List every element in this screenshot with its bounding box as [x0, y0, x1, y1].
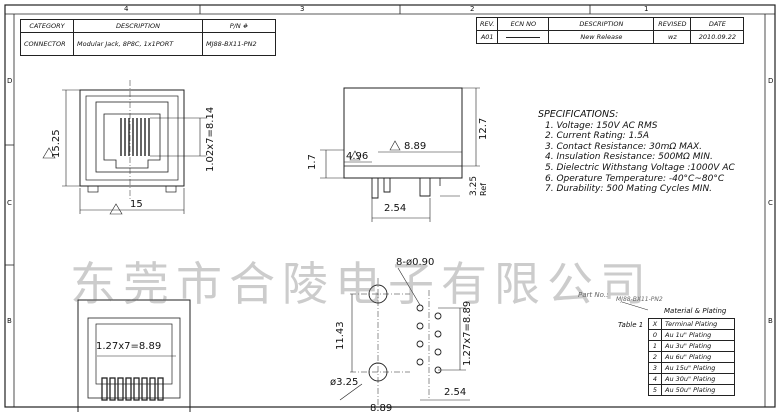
title-block-header-category: CATEGORY	[20, 19, 74, 33]
revision-block: REV. ECN NO DESCRIPTION REVISED DATE A01…	[475, 17, 745, 44]
specifications-heading: SPECIFICATIONS:	[538, 109, 619, 120]
plating-code: 4	[648, 373, 662, 385]
bottom-front-view	[77, 299, 191, 412]
zone-label-right: C	[768, 199, 773, 207]
rev-header-date: DATE	[690, 17, 745, 31]
dim-side-ref: 3.25	[469, 175, 479, 196]
side-view	[343, 87, 463, 199]
table-label: Table 1	[618, 321, 644, 329]
dim-bottom-pitch: 1.27x7=8.89	[96, 341, 162, 352]
dim-holes: 8-ø0.90	[396, 257, 435, 268]
spec-item: 7. Durability: 500 Mating Cycles MIN.	[545, 184, 713, 195]
zone-label-top: 1	[644, 5, 649, 13]
zone-label-top: 2	[470, 5, 475, 13]
title-block-header-pn: P/N #	[202, 19, 276, 33]
rev-row-revised: wz	[653, 30, 692, 44]
table-row: 5 Au 50u" Plating	[648, 384, 735, 396]
plating-text: Au 1u" Plating	[661, 329, 735, 341]
dim-side-w3: 2.54	[384, 203, 407, 214]
spec-item: 3. Contact Resistance: 30mΩ MAX.	[545, 141, 703, 152]
rev-header-rev: REV.	[475, 17, 499, 31]
zone-label-right: B	[768, 317, 773, 325]
rev-row-date: 2010.09.22	[690, 30, 745, 44]
pcb-layout	[350, 278, 442, 407]
dim-side-height: 12.7	[478, 117, 489, 140]
spec-item: 1. Voltage: 150V AC RMS	[545, 120, 658, 131]
title-block-pn: MJ88-BX11-PN2	[202, 32, 276, 56]
spec-item: 4. Insulation Resistance: 500MΩ MIN.	[545, 152, 713, 163]
dim-front-width: 15	[130, 199, 143, 210]
plating-header-code: X	[648, 318, 662, 330]
plating-text: Au 3u" Plating	[661, 340, 735, 352]
company-watermark: 东莞市合陵电子有限公司	[70, 257, 653, 311]
pcb-layout-dims	[339, 267, 470, 401]
specifications: SPECIFICATIONS: 1. Voltage: 150V AC RMS …	[538, 109, 735, 195]
dim-pcb-w: 2.54	[444, 387, 467, 398]
sheet-border	[4, 4, 776, 408]
front-view	[79, 80, 185, 200]
spec-item: 6. Operature Temperature: -40°C~80°C	[545, 173, 725, 184]
rev-header-revised: REVISED	[653, 17, 692, 31]
dim-front-height: 15.25	[51, 129, 62, 158]
side-view-outline	[343, 87, 463, 179]
front-view-outline	[79, 89, 185, 187]
table-row: 4 Au 30u" Plating	[648, 373, 735, 385]
part-no-label: Part No.:	[578, 291, 609, 299]
rev-row-ecn	[497, 30, 550, 44]
zone-label-right: D	[768, 77, 774, 85]
table-row: 0 Au 1u" Plating	[648, 329, 735, 341]
title-block-header-description: DESCRIPTION	[73, 19, 203, 33]
material-label: Material & Plating	[664, 307, 727, 315]
title-block-description: Modular Jack, 8P8C, 1x1PORT	[73, 32, 203, 56]
dim-side-h2: 1.7	[307, 154, 318, 170]
dim-front-pitch: 1.02x7=8.14	[205, 106, 216, 172]
bottom-front-view-outline	[77, 299, 191, 412]
rev-row-rev: A01	[475, 30, 499, 44]
zone-label-left: D	[7, 77, 13, 85]
zone-label-left: C	[7, 199, 12, 207]
rev-header-ecn: ECN NO	[497, 17, 550, 31]
plating-text: Au 6u" Plating	[661, 351, 735, 363]
plating-table: X Terminal Plating 0 Au 1u" Plating 1 Au…	[648, 318, 735, 396]
dim-side-w2: 8.89	[404, 141, 427, 152]
plating-header-text: Terminal Plating	[661, 318, 735, 330]
title-block-category: CONNECTOR	[20, 32, 74, 56]
plating-code: 2	[648, 351, 662, 363]
plating-text: Au 30u" Plating	[661, 373, 735, 385]
dim-side-w1: 4.96	[346, 151, 369, 162]
table-row: 1 Au 3u" Plating	[648, 340, 735, 352]
plating-code: 1	[648, 340, 662, 352]
dim-pcb-bottom: 8.89	[370, 403, 393, 414]
zone-label-left: B	[7, 317, 12, 325]
plating-text: Au 50u" Plating	[661, 384, 735, 396]
rev-header-description: DESCRIPTION	[548, 17, 655, 31]
part-no-value: MJ88-BX11-PN2	[616, 296, 663, 303]
spec-item: 5. Dielectric Withstang Voltage :1000V A…	[545, 162, 735, 173]
rev-row-description: New Release	[548, 30, 655, 44]
plating-code: 0	[648, 329, 662, 341]
table-row: 2 Au 6u" Plating	[648, 351, 735, 363]
dim-side-ref-label: Ref	[479, 183, 488, 196]
plating-code: 5	[648, 384, 662, 396]
plating-text: Au 15u" Plating	[661, 362, 735, 374]
front-view-dims	[42, 89, 206, 215]
side-view-dims	[320, 87, 480, 222]
dim-pcb-post: ø3.25	[330, 377, 359, 388]
title-block: CATEGORY DESCRIPTION P/N # CONNECTOR Mod…	[20, 19, 276, 56]
zone-label-top: 3	[300, 5, 305, 13]
zone-label-top: 4	[124, 5, 129, 13]
spec-item: 2. Current Rating: 1.5A	[545, 131, 650, 142]
plating-code: 3	[648, 362, 662, 374]
table-row: 3 Au 15u" Plating	[648, 362, 735, 374]
dim-pcb-height: 11.43	[335, 321, 346, 350]
